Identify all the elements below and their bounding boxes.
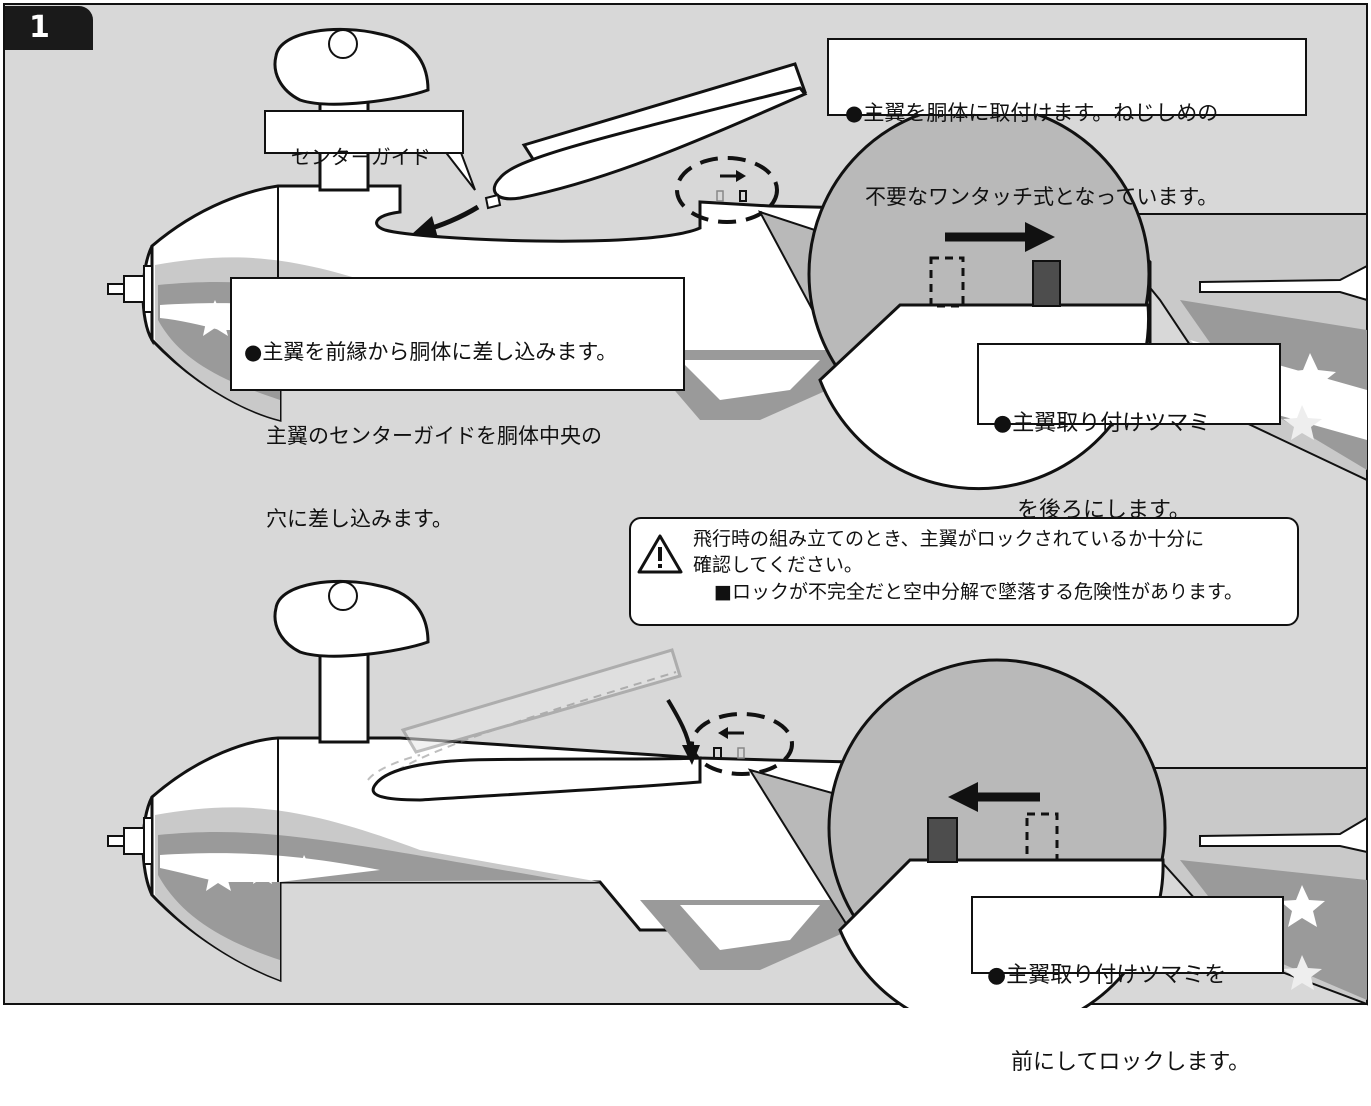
attach-note: ●主翼を胴体に取付けます。ねじしめの 不要なワンタッチ式となっています。	[827, 38, 1307, 209]
star-icon	[198, 855, 238, 891]
arrow-left-icon	[948, 782, 978, 812]
step-number-badge: 1	[5, 6, 93, 50]
star-icon	[1283, 955, 1322, 990]
warning-box: 飛行時の組み立てのとき、主翼がロックされているか十分に 確認してください。 ■ロ…	[629, 517, 1299, 626]
bottom-canopy	[273, 579, 430, 744]
star-icon	[247, 856, 278, 884]
bottom-knob	[927, 817, 958, 863]
star-icon	[1280, 885, 1325, 927]
warning-line: 確認してください。	[693, 554, 863, 576]
bottom-knob-note-line: ●主翼取り付けツマミを	[987, 963, 1227, 989]
center-guide-label: センターガイド	[264, 110, 464, 169]
bottom-wing	[371, 756, 702, 802]
center-guide-label-text: センターガイド	[290, 145, 431, 170]
insert-note-line: ●主翼を前縁から胴体に差し込みます。	[244, 340, 618, 365]
insert-note-line: 穴に差し込みます。	[266, 506, 453, 531]
star-icon	[1286, 353, 1336, 400]
warning-line: ■ロックが不完全だと空中分解で墜落する危険性があります。	[714, 581, 1244, 603]
insert-note: ●主翼を前縁から胴体に差し込みます。 主翼のセンターガイドを胴体中央の 穴に差し…	[230, 277, 685, 531]
arrow-right-icon	[1025, 222, 1055, 252]
top-focus-ellipse	[675, 156, 779, 224]
star-icon	[292, 855, 317, 877]
bottom-knob-note-line: 前にしてロックします。	[1011, 1050, 1251, 1076]
insert-note-line: 主翼のセンターガイドを胴体中央の	[266, 423, 602, 448]
warning-triangle-icon	[637, 534, 683, 574]
top-wing	[412, 62, 808, 238]
top-knob-note-line: ●主翼取り付けツマミ	[993, 411, 1211, 437]
attach-note-line: ●主翼を胴体に取付けます。ねじしめの	[845, 101, 1219, 126]
bottom-knob-note: ●主翼取り付けツマミを 前にしてロックします。	[971, 896, 1284, 1075]
attach-note-line: 不要なワンタッチ式となっています。	[865, 184, 1219, 209]
star-icon	[1283, 405, 1322, 440]
top-knob-note: ●主翼取り付けツマミ を後ろにします。	[977, 343, 1281, 523]
assembly-diagram: 1 センターガイド ●主翼を胴体に取付けます。ねじしめの 不要なワンタッチ式とな…	[3, 3, 1368, 1075]
bottom-focus-ellipse	[690, 712, 794, 776]
top-knob	[1032, 260, 1061, 307]
warning-line: 飛行時の組み立てのとき、主翼がロックされているか十分に	[693, 528, 1205, 550]
star-icon	[195, 300, 235, 336]
